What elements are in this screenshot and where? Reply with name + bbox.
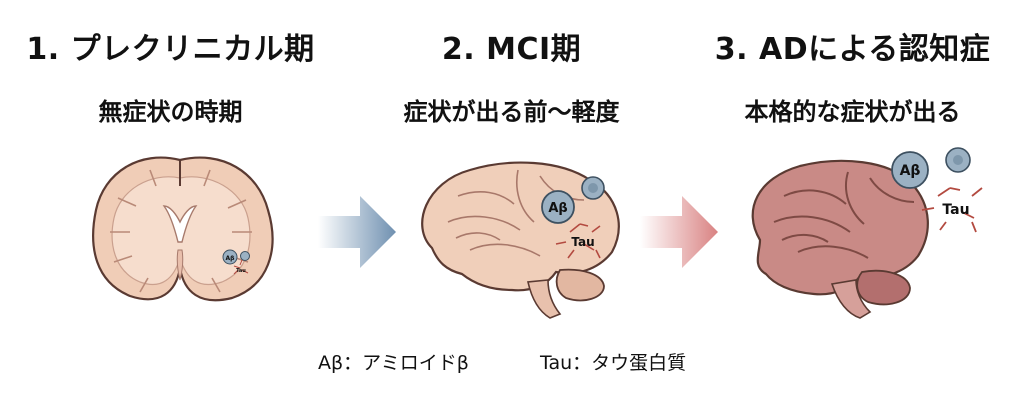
svg-text:Tau: Tau bbox=[236, 268, 246, 274]
stage-2-subtitle: 症状が出る前〜軽度 bbox=[403, 98, 620, 126]
mci-brain: Aβ Tau bbox=[421, 161, 620, 319]
progression-arrow-2 bbox=[640, 196, 718, 268]
tau-small-icon: Tau bbox=[233, 259, 249, 275]
abeta-small-icon: Aβ bbox=[222, 249, 238, 265]
svg-text:Aβ: Aβ bbox=[548, 201, 567, 216]
svg-text:Tau: Tau bbox=[942, 202, 969, 218]
abeta-marker-severe-icon: Aβ bbox=[891, 151, 929, 189]
abeta-plaque-icon bbox=[581, 176, 605, 200]
stage-3-subtitle: 本格的な症状が出る bbox=[744, 98, 961, 126]
svg-text:Aβ: Aβ bbox=[226, 255, 236, 262]
legend-abeta: Aβ：アミロイドβ bbox=[318, 352, 469, 374]
abeta-marker-icon: Aβ bbox=[541, 190, 575, 224]
stage-1-title: 1. プレクリニカル期 bbox=[26, 32, 315, 67]
tau-marker-severe-icon: Tau bbox=[921, 187, 983, 233]
stage-2-title: 2. MCI期 bbox=[441, 32, 582, 67]
abeta-small-2-icon bbox=[240, 251, 250, 261]
legend-tau: Tau：タウ蛋白質 bbox=[540, 352, 687, 374]
ad-brain: Aβ Tau bbox=[751, 147, 983, 319]
svg-text:Tau: Tau bbox=[571, 235, 594, 249]
progression-arrow-1 bbox=[318, 196, 396, 268]
abeta-plaque-severe-icon bbox=[945, 147, 971, 173]
coronal-brain-slice: Aβ Tau bbox=[92, 156, 274, 302]
tau-marker-icon: Tau bbox=[555, 223, 601, 259]
stage-3-title: 3. ADによる認知症 bbox=[714, 32, 991, 67]
stage-1-subtitle: 無症状の時期 bbox=[98, 98, 243, 126]
svg-text:Aβ: Aβ bbox=[900, 163, 921, 179]
